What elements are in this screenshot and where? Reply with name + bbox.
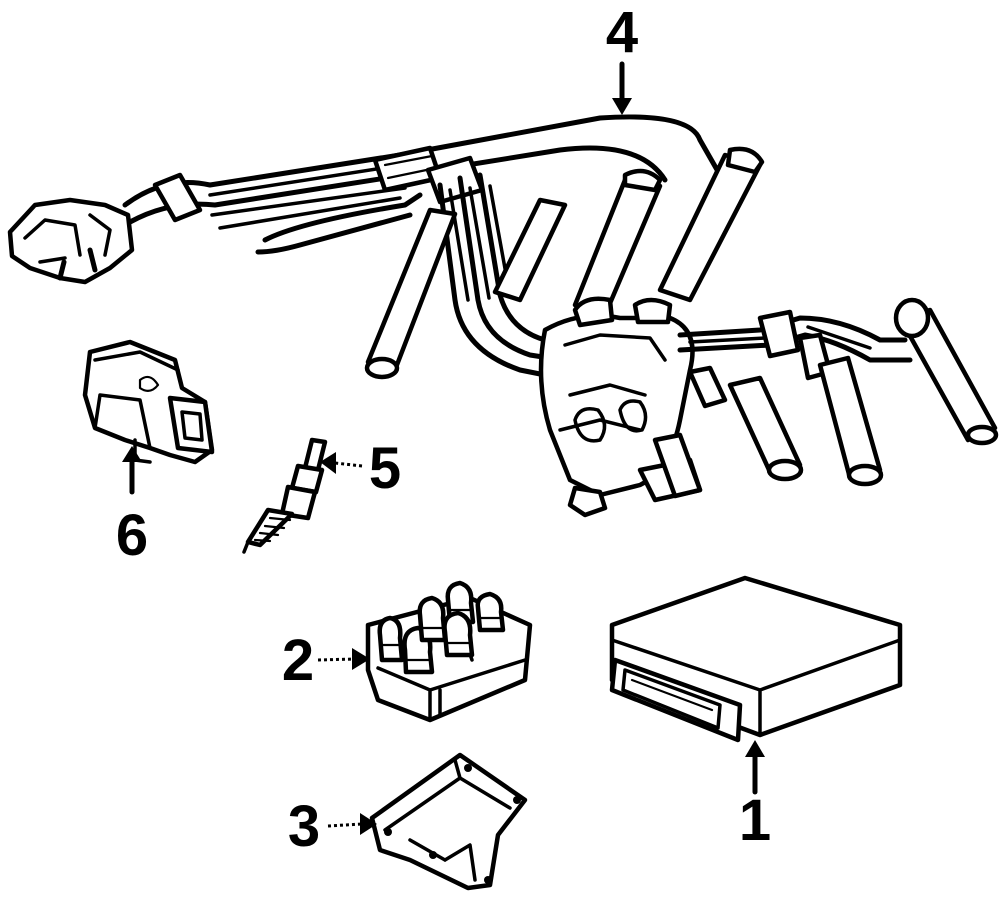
- leader-arrows: [122, 61, 765, 835]
- part-1-control-module[interactable]: [609, 575, 903, 743]
- callout-1: 1: [739, 788, 771, 853]
- callout-4: 4: [606, 0, 638, 65]
- callout-3: 3: [288, 794, 320, 859]
- part-6-sensor-module[interactable]: [82, 339, 215, 465]
- part-3-mounting-bracket[interactable]: [369, 752, 528, 891]
- callout-5: 5: [369, 436, 401, 501]
- part-5-spark-plug[interactable]: [242, 437, 328, 554]
- callout-2: 2: [282, 628, 314, 693]
- part-2-ignition-coil[interactable]: [365, 580, 533, 723]
- callout-6: 6: [116, 503, 148, 568]
- part-4-ignition-wire-set[interactable]: [7, 114, 999, 518]
